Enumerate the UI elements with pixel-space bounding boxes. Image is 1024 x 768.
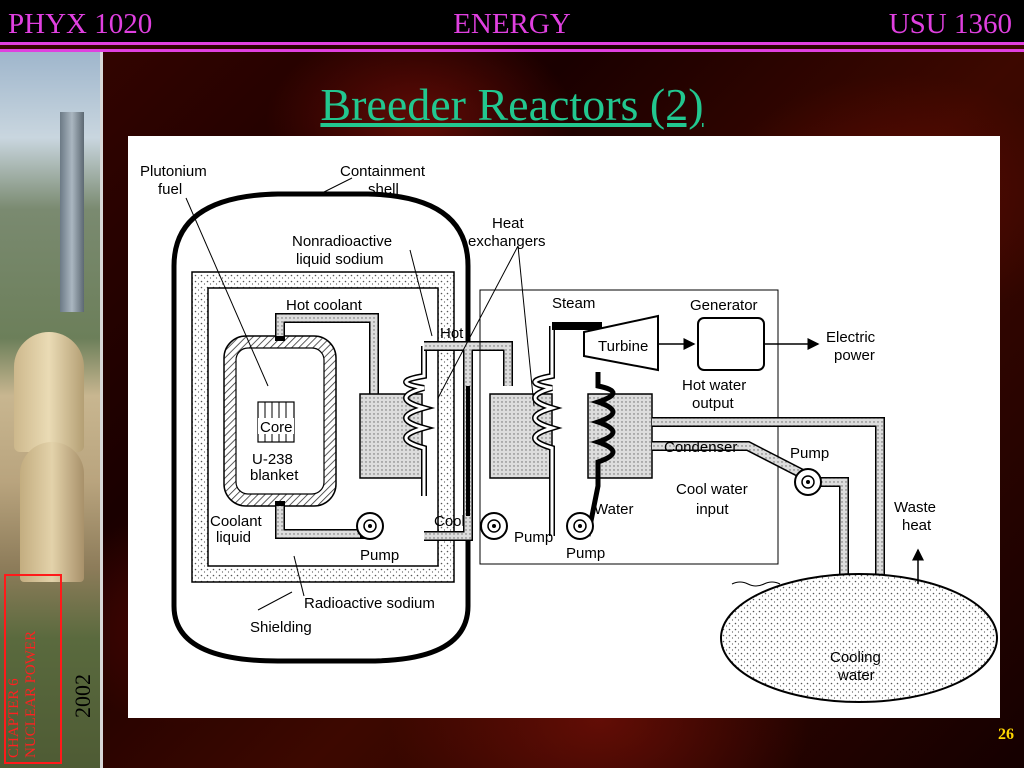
sidebar-photo-strip — [0, 52, 100, 768]
label-plutonium-fuel: Plutonium — [140, 163, 207, 180]
header-rule-top — [0, 42, 1024, 45]
chapter-box — [4, 574, 62, 764]
label-electric-power: Electric — [826, 329, 876, 346]
sidebar-tower-shape — [60, 112, 84, 312]
header-rule-bottom — [0, 49, 1024, 52]
page-number: 26 — [998, 726, 1014, 743]
label-hot: Hot — [440, 325, 464, 342]
breeder-reactor-diagram: Plutonium fuel Containment shell Heat ex… — [128, 136, 1000, 718]
label-plutonium-fuel: fuel — [158, 181, 182, 198]
label-blanket: blanket — [250, 467, 299, 484]
label-electric-power: power — [834, 347, 875, 364]
header-course-left: PHYX 1020 — [8, 8, 153, 40]
diagram-svg: Plutonium fuel Containment shell Heat ex… — [140, 163, 998, 703]
label-heat-exchangers: Heat — [492, 215, 525, 232]
slide-header: PHYX 1020 ENERGY USU 1360 — [0, 0, 1024, 44]
label-pump: Pump — [566, 545, 605, 562]
primary-heat-exchanger — [359, 393, 423, 479]
generator — [697, 317, 765, 371]
label-cool-water-input: Cool water — [676, 481, 748, 498]
label-hot-coolant: Hot coolant — [286, 297, 363, 314]
label-generator: Generator — [690, 297, 758, 314]
label-water: Water — [594, 501, 633, 518]
label-cooling-water: water — [837, 667, 875, 684]
label-cool-water-input: input — [696, 501, 729, 518]
year-label: 2002 — [70, 674, 95, 718]
label-condenser: Condenser — [664, 439, 737, 456]
label-waste-heat: heat — [902, 517, 932, 534]
label-nonradioactive-sodium: Nonradioactive — [292, 233, 392, 250]
cooling-pond — [720, 573, 998, 703]
label-pump: Pump — [790, 445, 829, 462]
label-pump: Pump — [360, 547, 399, 564]
label-heat-exchangers: exchangers — [468, 233, 546, 250]
header-course-right: USU 1360 — [888, 8, 1012, 40]
header-topic: ENERGY — [453, 8, 571, 40]
label-waste-heat: Waste — [894, 499, 936, 516]
label-nonradioactive-sodium: liquid sodium — [296, 251, 384, 268]
label-containment: shell — [368, 181, 399, 198]
label-turbine: Turbine — [598, 338, 648, 355]
chapter-label: CHAPTER 6 NUCLEAR POWER — [6, 631, 40, 758]
label-radioactive-sodium: Radioactive sodium — [304, 595, 435, 612]
chapter-title: NUCLEAR POWER — [23, 630, 39, 758]
sidebar-dome-shape — [20, 442, 84, 582]
label-pump: Pump — [514, 529, 553, 546]
label-containment: Containment — [340, 163, 426, 180]
label-shielding: Shielding — [250, 619, 312, 636]
slide-title: Breeder Reactors (2) — [320, 79, 704, 130]
label-coolant-liquid: Coolant — [210, 513, 263, 530]
sidebar-divider — [100, 52, 103, 768]
label-hot-water-output: output — [692, 395, 735, 412]
label-steam: Steam — [552, 295, 595, 312]
label-coolant-liquid: liquid — [216, 529, 251, 546]
sidebar-dome-shape — [14, 332, 84, 452]
turbine — [583, 314, 659, 372]
chapter-number: CHAPTER 6 — [6, 678, 22, 758]
steam-generator — [489, 393, 553, 479]
label-cooling-water: Cooling — [830, 649, 881, 666]
label-hot-water-output: Hot water — [682, 377, 746, 394]
label-core: Core — [260, 419, 293, 436]
label-cool: Cool — [434, 513, 465, 530]
label-u238: U-238 — [252, 451, 293, 468]
